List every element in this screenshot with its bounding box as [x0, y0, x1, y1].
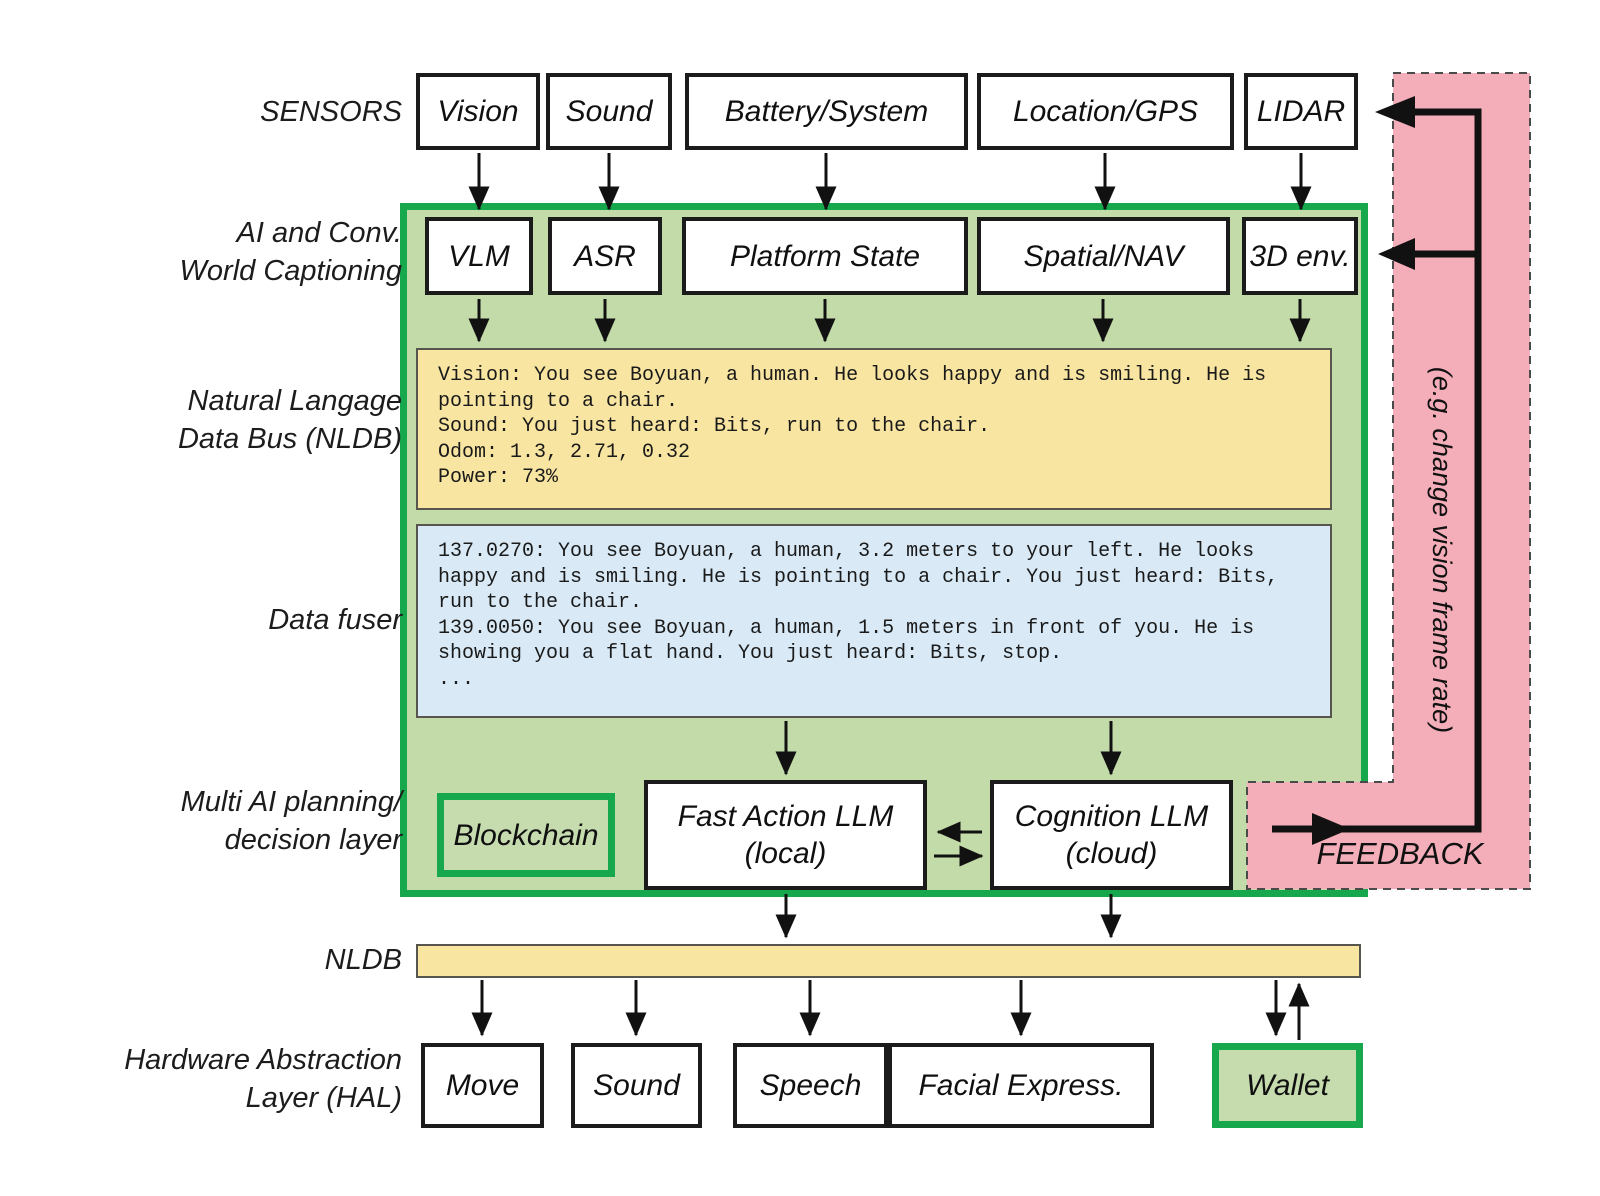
blockchain-box: Blockchain — [437, 793, 615, 877]
captioning-box-spatial-nav: Spatial/NAV — [977, 217, 1230, 295]
label-captioning-line2: World Captioning — [179, 255, 402, 287]
captioning-box-vlm: VLM — [425, 217, 533, 295]
label-captioning-row: AI and Conv. World Captioning — [72, 214, 402, 290]
label-captioning-line1: AI and Conv. — [236, 217, 402, 249]
fast-llm-line1: Fast Action LLM — [677, 800, 894, 833]
label-planning-line2: decision layer — [224, 824, 402, 856]
feedback-arrowhead-lidar — [1375, 96, 1415, 128]
captioning-platform-label: Platform State — [729, 239, 921, 273]
sensor-battery-label: Battery/System — [724, 95, 929, 128]
sensor-gps-label: Location/GPS — [1012, 95, 1199, 128]
label-sensors-row: SENSORS — [72, 93, 402, 131]
hal-box-wallet: Wallet — [1212, 1043, 1363, 1128]
captioning-box-platform-state: Platform State — [682, 217, 968, 295]
label-nldb-bus: Natural Langage Data Bus (NLDB) — [72, 382, 402, 458]
sensor-box-battery-system: Battery/System — [685, 73, 968, 150]
captioning-spatial-label: Spatial/NAV — [1023, 239, 1184, 273]
hal-facial-label: Facial Express. — [918, 1069, 1124, 1102]
hal-move-label: Move — [445, 1069, 520, 1102]
captioning-box-3d-env: 3D env. — [1242, 217, 1358, 295]
feedback-region — [1246, 72, 1531, 890]
label-data-fuser-text: Data fuser — [268, 604, 402, 636]
nldb-bus-bar — [416, 944, 1361, 978]
label-nldb-bar: NLDB — [72, 941, 402, 979]
blockchain-label: Blockchain — [453, 818, 599, 852]
label-planning-layer: Multi AI planning/ decision layer — [72, 783, 402, 859]
sensor-box-lidar: LIDAR — [1244, 73, 1358, 150]
feedback-arrowhead-3denv — [1378, 238, 1415, 270]
hal-box-facial-express: Facial Express. — [888, 1043, 1154, 1128]
hal-sound-label: Sound — [593, 1069, 680, 1102]
captioning-vlm-label: VLM — [448, 239, 510, 273]
hal-box-speech: Speech — [733, 1043, 888, 1128]
cognition-llm-line2: (cloud) — [1065, 837, 1158, 870]
label-data-fuser: Data fuser — [72, 601, 402, 639]
sensor-lidar-label: LIDAR — [1256, 95, 1346, 128]
hal-box-move: Move — [421, 1043, 544, 1128]
cognition-llm-line1: Cognition LLM — [1014, 800, 1209, 833]
captioning-asr-label: ASR — [574, 239, 636, 273]
captioning-3d-env-label: 3D env. — [1249, 239, 1351, 273]
sensor-box-location-gps: Location/GPS — [977, 73, 1234, 150]
captioning-box-asr: ASR — [548, 217, 662, 295]
thin-arrows — [468, 153, 1312, 1040]
label-sensors-text: SENSORS — [260, 96, 402, 128]
sensor-box-sound: Sound — [546, 73, 672, 150]
sensor-sound-label: Sound — [565, 95, 653, 128]
fast-action-llm-box: Fast Action LLM (local) — [644, 780, 927, 890]
label-planning-line1: Multi AI planning/ — [180, 786, 402, 818]
label-hal: Hardware Abstraction Layer (HAL) — [72, 1041, 402, 1117]
label-hal-line2: Layer (HAL) — [245, 1082, 402, 1114]
data-fuser-panel: 137.0270: You see Boyuan, a human, 3.2 m… — [416, 524, 1332, 718]
label-hal-line1: Hardware Abstraction — [124, 1044, 402, 1076]
cognition-llm-box: Cognition LLM (cloud) — [990, 780, 1233, 890]
feedback-label-text: FEEDBACK — [1316, 836, 1484, 871]
sensor-box-vision: Vision — [416, 73, 540, 150]
label-nldb-line1: Natural Langage — [187, 385, 402, 417]
feedback-arrowhead-inline — [1312, 813, 1350, 845]
hal-wallet-label: Wallet — [1246, 1069, 1329, 1102]
hal-speech-label: Speech — [759, 1069, 862, 1102]
label-nldb-bar-text: NLDB — [324, 944, 402, 976]
feedback-line-main — [1272, 108, 1482, 833]
feedback-note-text: (e.g. change vision frame rate) — [1427, 366, 1457, 734]
feedback-path — [1272, 96, 1482, 845]
fast-llm-line2: (local) — [744, 837, 827, 870]
hal-box-sound: Sound — [571, 1043, 702, 1128]
nldb-bus-panel: Vision: You see Boyuan, a human. He look… — [416, 348, 1332, 510]
sensor-vision-label: Vision — [437, 95, 519, 128]
label-nldb-line2: Data Bus (NLDB) — [177, 423, 402, 455]
